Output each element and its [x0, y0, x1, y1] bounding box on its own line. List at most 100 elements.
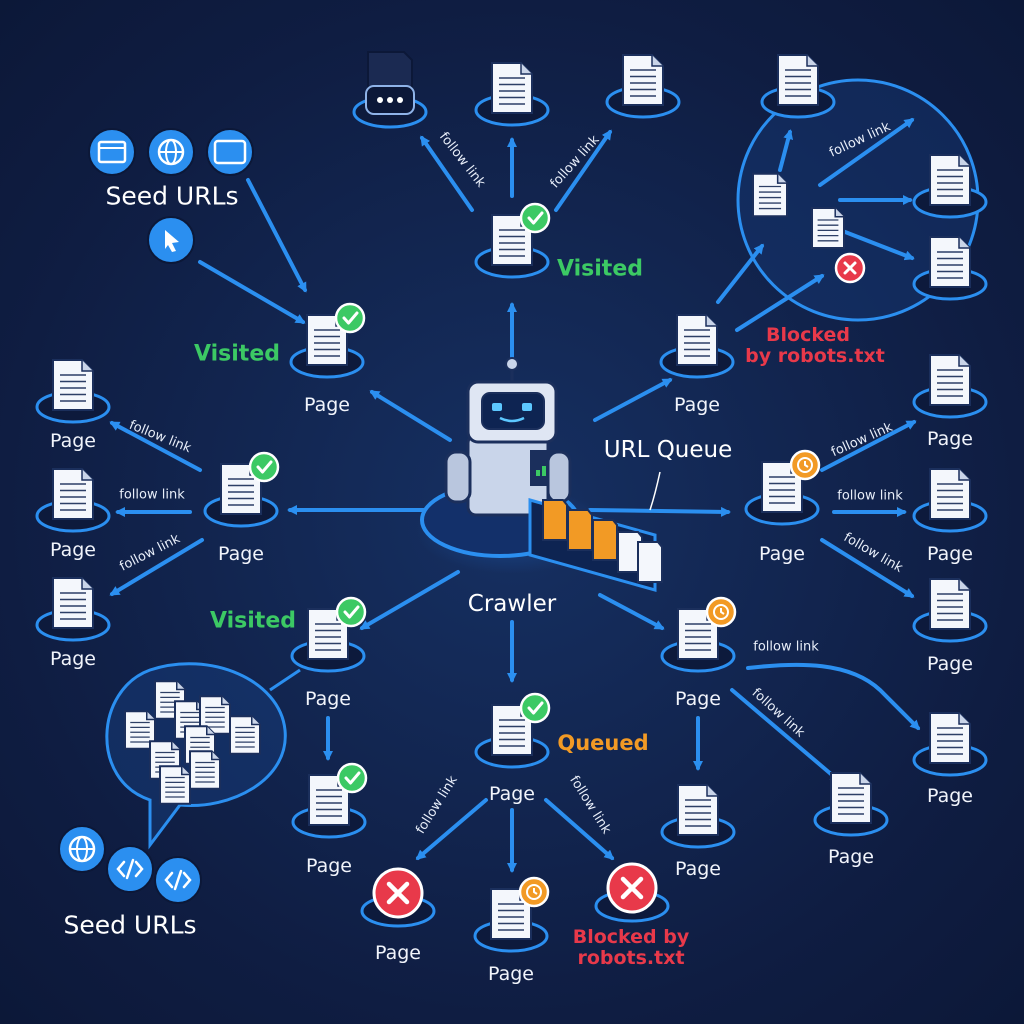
page-node — [912, 578, 988, 643]
document-icon — [676, 314, 718, 366]
document-icon — [229, 715, 261, 755]
page-node — [912, 236, 988, 301]
page-node — [813, 772, 889, 837]
url-queue-label: URL Queue — [603, 437, 733, 463]
more-pages-node — [352, 51, 428, 129]
document-icon — [677, 784, 719, 836]
document-icon — [929, 578, 971, 630]
status-queued: Queued — [557, 731, 649, 755]
status-blocked-right-line2: by robots.txt — [745, 345, 885, 367]
page-node — [203, 451, 280, 528]
document-icon — [761, 461, 803, 513]
follow-link-label: follow link — [837, 488, 903, 504]
page-label: Page — [675, 688, 721, 710]
link-arrow — [415, 798, 488, 860]
page-node — [474, 692, 551, 769]
link-arrow — [778, 129, 794, 172]
page-node — [291, 762, 368, 839]
page-node — [35, 468, 111, 533]
page-node — [35, 359, 111, 424]
link-arrow — [716, 243, 764, 304]
page-label: Page — [927, 543, 973, 565]
bubble-docs — [752, 172, 866, 284]
page-label: Page — [305, 688, 351, 710]
status-blocked-right-line1: Blocked — [766, 324, 850, 346]
page-node — [660, 784, 736, 849]
link-arrow — [735, 274, 825, 332]
page-node — [290, 596, 367, 673]
check-badge-icon — [248, 451, 280, 483]
document-icon — [307, 608, 349, 660]
link-arrow — [359, 570, 460, 630]
check-badge-icon — [519, 202, 551, 234]
page-label: Page — [488, 963, 534, 985]
document-icon — [52, 359, 94, 411]
code-icon — [154, 856, 202, 904]
link-arrow — [730, 688, 841, 782]
robot-arm — [444, 450, 472, 504]
page-label: Page — [489, 783, 535, 805]
status-visited-left: Visited — [193, 341, 281, 367]
browser-cursor-icon — [88, 128, 136, 176]
check-badge-icon — [335, 596, 367, 628]
page-node — [660, 596, 737, 673]
page-node — [605, 54, 681, 119]
queued-url-icon — [542, 499, 568, 541]
code-cursor-icon — [106, 845, 154, 893]
queued-url-icon — [567, 509, 593, 551]
link-arrow — [246, 178, 307, 293]
robot-smile — [499, 416, 525, 423]
page-node — [474, 62, 550, 127]
link-arrow — [109, 421, 202, 472]
robot-eye — [492, 403, 502, 411]
page-label: Page — [50, 539, 96, 561]
document-icon — [752, 172, 788, 218]
page-node — [35, 577, 111, 642]
document-icon — [189, 750, 221, 790]
page-node — [912, 468, 988, 533]
page-label: Page — [375, 942, 421, 964]
queued-url-icon — [592, 519, 618, 561]
follow-link-label: follow link — [119, 487, 185, 503]
document-icon — [929, 468, 971, 520]
link-arrow — [820, 538, 915, 598]
document-icon — [811, 207, 845, 249]
page-label: Page — [828, 846, 874, 868]
robot-visor — [481, 392, 545, 430]
check-badge-icon — [519, 692, 551, 724]
globe-icon — [58, 825, 106, 873]
status-visited-top: Visited — [556, 256, 644, 282]
seed-urls-bottom-label: Seed URLs — [63, 910, 197, 940]
robot-arm — [546, 450, 572, 504]
document-icon — [220, 463, 262, 515]
document-icon — [677, 608, 719, 660]
page-label: Page — [306, 855, 352, 877]
document-icon — [490, 888, 532, 940]
page-node — [744, 449, 821, 526]
www-browser-icon — [206, 128, 254, 176]
page-label: Page — [674, 394, 720, 416]
link-arrow — [544, 798, 615, 860]
follow-link-label: follow link — [753, 639, 819, 655]
page-node — [473, 876, 550, 953]
queue-pointer — [649, 471, 661, 511]
document-icon — [52, 468, 94, 520]
link-arrow — [369, 390, 452, 442]
seed-pages-stack — [124, 680, 261, 805]
page-node — [760, 54, 836, 119]
link-arrow — [746, 662, 921, 731]
blocked-page-node — [594, 862, 670, 923]
seed-urls-top-label: Seed URLs — [105, 181, 239, 211]
status-blocked-bottom-line1: Blocked by — [572, 926, 690, 948]
link-arrow — [198, 260, 306, 324]
page-label: Page — [50, 430, 96, 452]
link-arrow — [593, 378, 673, 422]
link-arrow — [420, 135, 474, 212]
document-icon — [308, 774, 350, 826]
document-icon — [622, 54, 664, 106]
check-badge-icon — [336, 762, 368, 794]
globe-cursor-icon — [147, 128, 195, 176]
page-node — [912, 712, 988, 777]
page-label: Page — [50, 648, 96, 670]
